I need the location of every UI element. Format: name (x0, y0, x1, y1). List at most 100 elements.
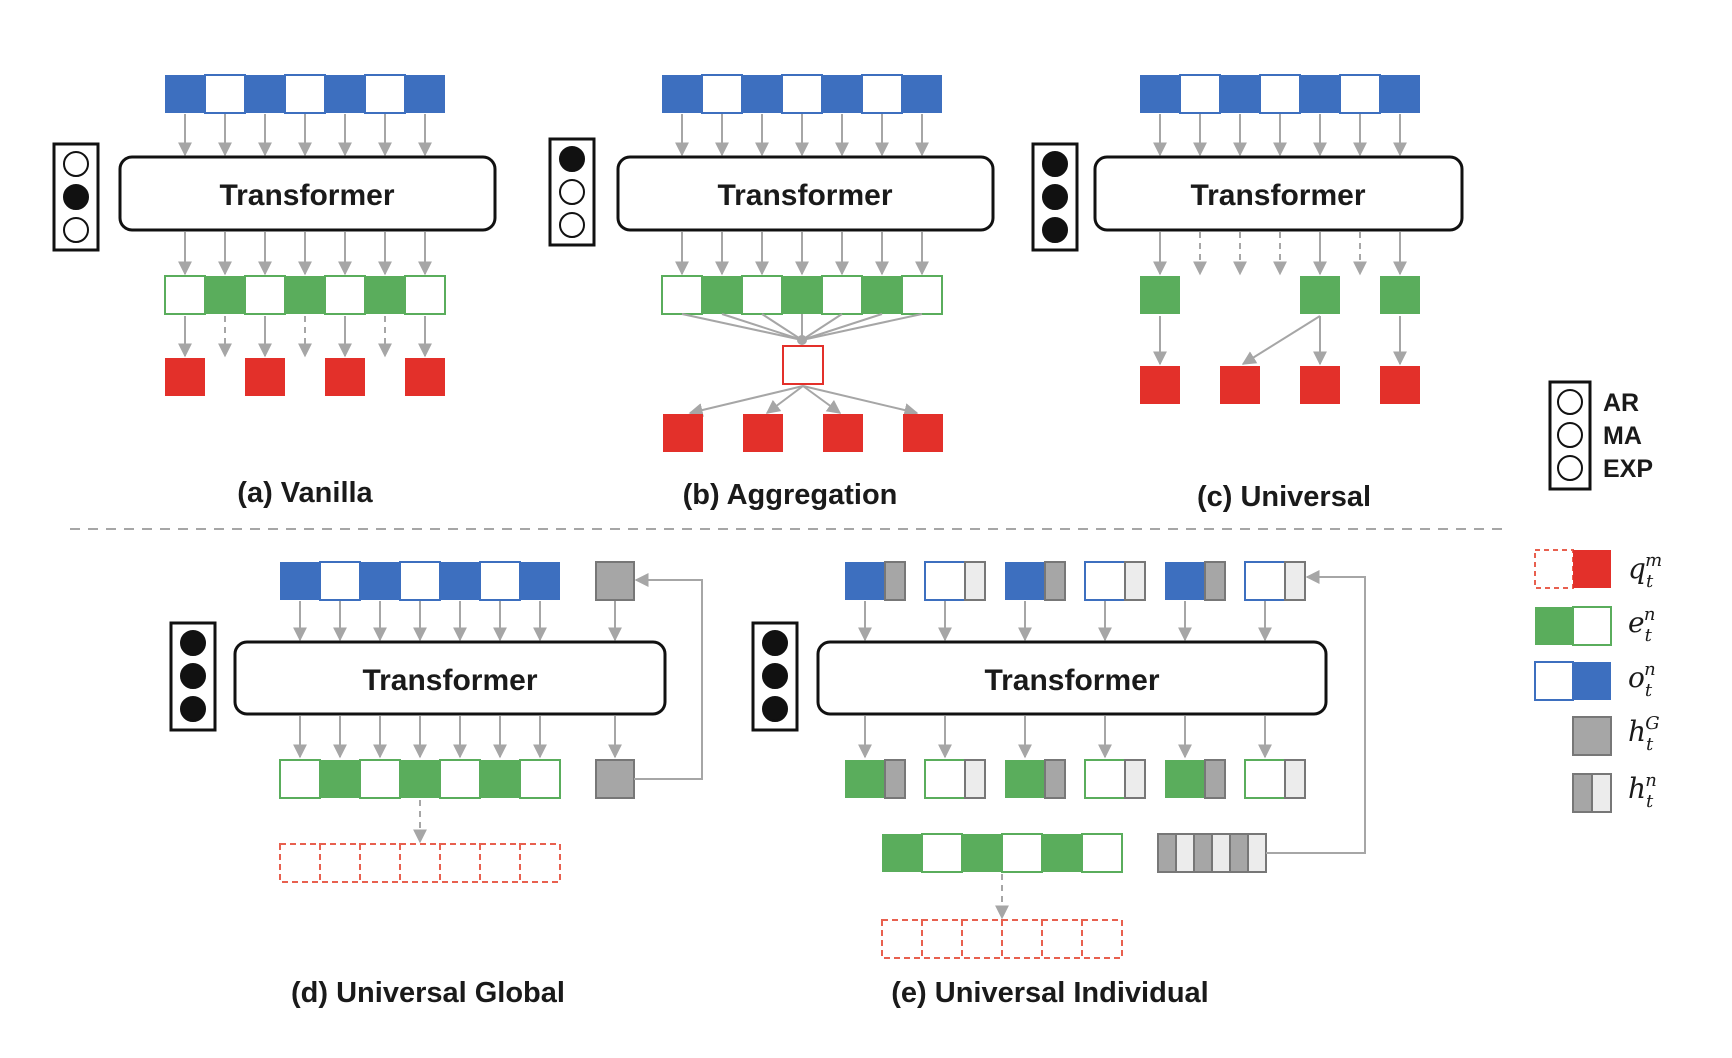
legend-symbol-q: qtm (1628, 550, 1662, 592)
mode-light-ma (559, 179, 585, 205)
recurrent-state-arrow (634, 573, 703, 780)
input-pair (924, 561, 986, 601)
individual-state (1211, 833, 1231, 873)
embedding-token (359, 759, 401, 799)
output-arrows (858, 716, 1272, 759)
panel-caption: (a) Vanilla (237, 477, 373, 509)
embedding-token (1005, 760, 1045, 798)
individual-state (1193, 833, 1213, 873)
legend-query-swatch-filled (1573, 550, 1611, 588)
masked-token (204, 74, 246, 114)
input-arrows (178, 114, 432, 157)
masked-token (1244, 561, 1286, 601)
embedding-bar (882, 833, 1123, 873)
panel-vanilla: Transformer (52, 74, 497, 509)
panel-caption: (d) Universal Global (291, 977, 565, 1009)
panel-aggregation: Transformer (548, 74, 995, 511)
query-token (921, 919, 963, 959)
output-pair (1165, 759, 1226, 799)
embedding-token (365, 276, 405, 314)
query-token (439, 843, 481, 883)
masked-token (1339, 74, 1381, 114)
individual-state (1284, 561, 1306, 601)
observed-token (1165, 562, 1205, 600)
observed-token (1140, 75, 1180, 113)
masked-token (1084, 561, 1126, 601)
embedding-token (439, 759, 481, 799)
transformer-label: Transformer (717, 179, 892, 212)
panel-universal-individual: Transformer (751, 561, 1366, 1009)
masked-token (399, 561, 441, 601)
embedding-token (1244, 759, 1286, 799)
prediction-arrows (688, 385, 919, 417)
state-stack (1157, 833, 1267, 873)
prediction-token (663, 414, 703, 452)
query-token (961, 919, 1003, 959)
input-pair (1165, 561, 1226, 601)
transformer-block (118, 155, 497, 232)
prediction-token (325, 358, 365, 396)
individual-state (884, 759, 906, 799)
embedding-token (741, 275, 783, 315)
mode-indicator (169, 621, 217, 732)
legend-symbol-o: otn (1628, 659, 1656, 701)
individual-state (1229, 833, 1249, 873)
input-pair (1084, 561, 1146, 601)
embedding-token (205, 276, 245, 314)
prediction-token (743, 414, 783, 452)
query-token (519, 843, 561, 883)
legend-entry-hG: htG (1572, 713, 1660, 756)
prediction-token (1380, 366, 1420, 404)
query-token (479, 843, 521, 883)
embedding-token (921, 833, 963, 873)
input-arrows (675, 114, 929, 157)
mode-light-ar (63, 151, 89, 177)
global-state-output (595, 759, 635, 799)
legend-entry-o: otn (1534, 659, 1656, 701)
mode-legend-label-ar: AR (1603, 389, 1639, 417)
masked-token (861, 74, 903, 114)
output-pairs (845, 759, 1306, 799)
observed-token (325, 75, 365, 113)
embedding-token (1380, 276, 1420, 314)
mode-light-ma (63, 184, 89, 210)
mode-light-exp (180, 696, 206, 722)
observed-token (405, 75, 445, 113)
observed-token (520, 562, 560, 600)
embedding-token (480, 760, 520, 798)
query-token (1081, 919, 1123, 959)
embedding-token (1001, 833, 1043, 873)
legend-individual-state-swatch-dark (1572, 773, 1593, 813)
embedding-token (821, 275, 863, 315)
observed-token (742, 75, 782, 113)
query-token-bar (279, 843, 561, 883)
individual-state (1247, 833, 1267, 873)
mode-indicator (751, 621, 799, 732)
legend-observation-swatch-empty (1534, 661, 1574, 701)
observed-token (1005, 562, 1045, 600)
embedding-token (320, 760, 360, 798)
mode-light-ar (180, 630, 206, 656)
prediction-arrows (178, 316, 432, 358)
embedding-token (782, 276, 822, 314)
prediction-token (823, 414, 863, 452)
input-pairs (845, 561, 1306, 601)
prediction-token (1140, 366, 1180, 404)
mode-light-ar (559, 146, 585, 172)
embedding-token (285, 276, 325, 314)
mode-indicator (548, 137, 596, 247)
embedding-token (244, 275, 286, 315)
prediction-token (405, 358, 445, 396)
embedding-token (862, 276, 902, 314)
individual-state (1124, 759, 1146, 799)
embedding-token (1140, 276, 1180, 314)
embedding-token (400, 760, 440, 798)
transformer-block (1093, 155, 1464, 232)
embedding-token (924, 759, 966, 799)
transformer-block (616, 155, 995, 232)
legend-observation-swatch-filled (1573, 662, 1611, 700)
mode-legend-light-exp (1557, 455, 1583, 481)
transformer-label: Transformer (1190, 179, 1365, 212)
embedding-token (404, 275, 446, 315)
